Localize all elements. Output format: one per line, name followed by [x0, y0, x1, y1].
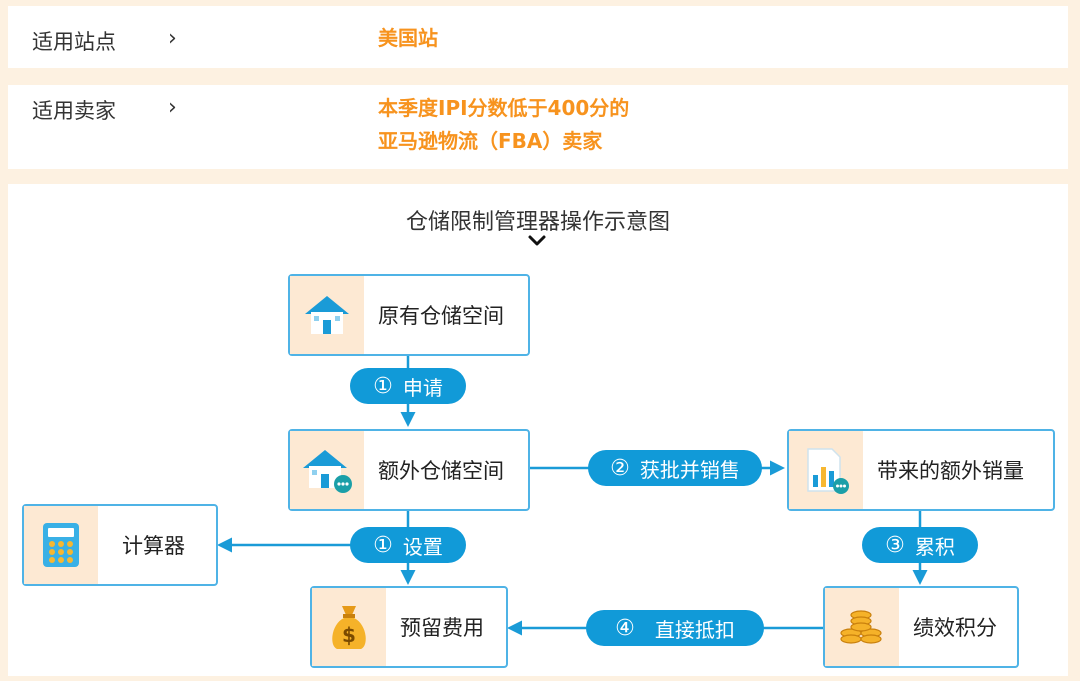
- edge-apply-num: ①: [373, 373, 393, 399]
- chevron-down-icon[interactable]: [527, 234, 547, 248]
- edge-setup-num: ①: [373, 532, 393, 558]
- node-extra-storage: 额外仓储空间: [288, 429, 530, 511]
- seller-value: 本季度IPI分数低于400分的 亚马逊物流（FBA）卖家: [378, 92, 629, 158]
- chevron-right-icon[interactable]: ›: [168, 95, 177, 120]
- site-value: 美国站: [378, 26, 438, 50]
- node-calculator: 计算器: [22, 504, 218, 586]
- node-reserve-fee: $ 预留费用: [310, 586, 508, 668]
- node-calculator-label: 计算器: [122, 534, 185, 558]
- edge-accumulate-pill: ③ 累积: [862, 527, 978, 563]
- money-bag-icon: $: [312, 588, 386, 666]
- node-score-label: 绩效积分: [913, 616, 997, 640]
- edge-apply-pill: ① 申请: [350, 368, 466, 404]
- chevron-right-icon[interactable]: ›: [168, 26, 177, 51]
- edge-setup-label: 设置: [402, 534, 443, 559]
- node-reserve-label: 预留费用: [400, 616, 484, 640]
- diagram-panel: 仓储限制管理器操作示意图 原: [8, 184, 1068, 676]
- edge-approved-label: 获批并销售: [639, 457, 740, 482]
- edge-apply-label: 申请: [402, 375, 443, 400]
- house-icon: [290, 276, 364, 354]
- edge-deduct-pill: ④ 直接抵扣: [586, 610, 764, 646]
- seller-label: 适用卖家: [32, 99, 116, 123]
- seller-value-line1: 本季度IPI分数低于400分的: [378, 96, 630, 120]
- edge-setup-pill: ① 设置: [350, 527, 466, 563]
- node-extra-sales: 带来的额外销量: [787, 429, 1055, 511]
- node-original-label: 原有仓储空间: [378, 304, 504, 328]
- edge-approved-num: ②: [610, 455, 630, 481]
- node-original-storage: 原有仓储空间: [288, 274, 530, 356]
- svg-text:$: $: [342, 623, 356, 647]
- seller-value-line2: 亚马逊物流（FBA）卖家: [378, 129, 603, 153]
- node-performance-score: 绩效积分: [823, 586, 1019, 668]
- node-sales-label: 带来的额外销量: [877, 459, 1024, 483]
- house-chat-icon: [290, 431, 364, 509]
- coins-icon: [825, 588, 899, 666]
- edge-deduct-label: 直接抵扣: [654, 617, 735, 642]
- node-extra-label: 额外仓储空间: [378, 459, 504, 483]
- site-row[interactable]: 适用站点 › 美国站: [8, 6, 1068, 68]
- diagram-title: 仓储限制管理器操作示意图: [405, 210, 670, 235]
- seller-row[interactable]: 适用卖家 › 本季度IPI分数低于400分的 亚马逊物流（FBA）卖家: [8, 85, 1068, 169]
- edge-deduct-num: ④: [615, 615, 635, 641]
- calculator-icon: [24, 506, 98, 584]
- edge-approved-pill: ② 获批并销售: [588, 450, 762, 486]
- site-label: 适用站点: [32, 30, 116, 54]
- edge-accumulate-num: ③: [885, 532, 905, 558]
- edge-accumulate-label: 累积: [914, 534, 955, 559]
- bar-chart-icon: [789, 431, 863, 509]
